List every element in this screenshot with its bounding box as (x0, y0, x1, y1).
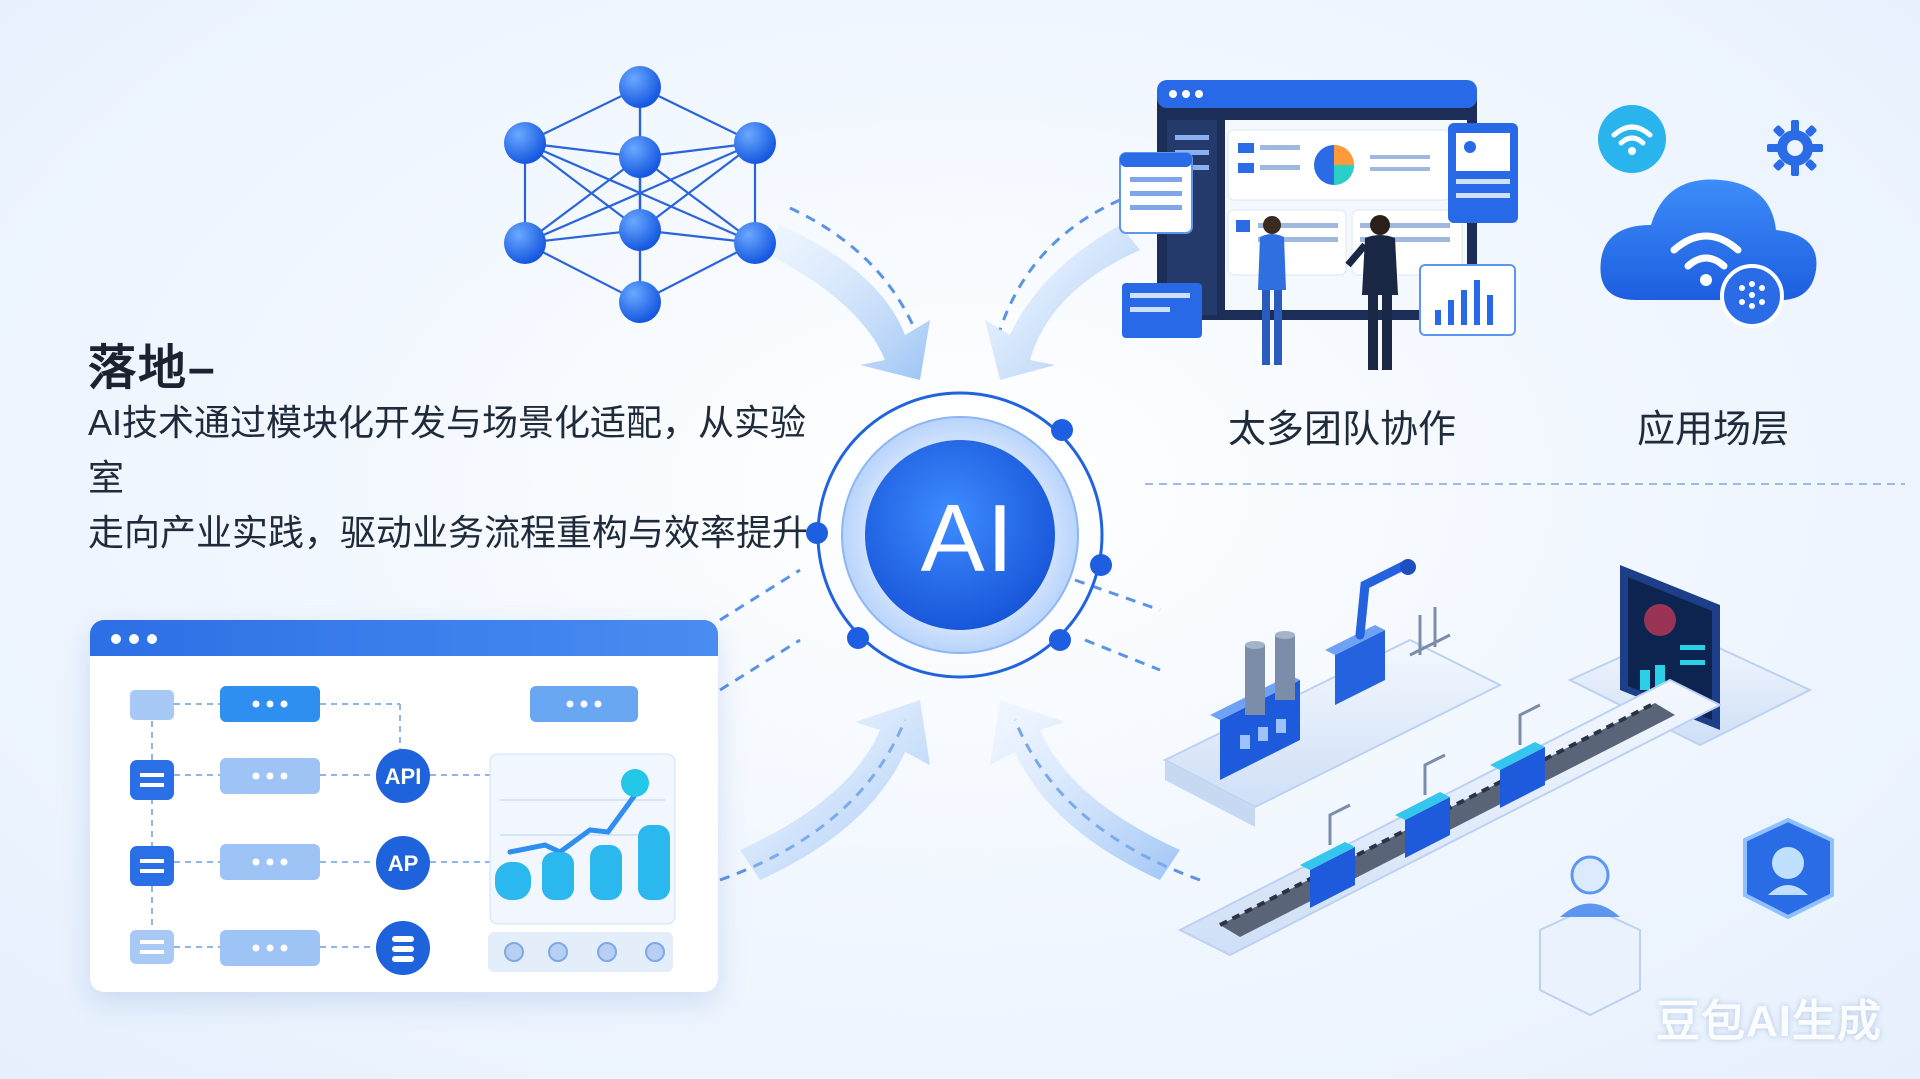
panel-title-bar (90, 620, 718, 656)
shield-icon (1743, 817, 1834, 920)
arrow-top-left (789, 206, 917, 331)
watermark-text: 豆包AI生成 (1656, 997, 1882, 1046)
label-app-scenario: 应用场层 (1637, 409, 1790, 451)
section-heading: 落地– (88, 342, 217, 395)
description-line-1: AI技术通过模块化开发与场景化适配，从实验室 (88, 402, 807, 498)
conveyor-icon (1177, 678, 1723, 957)
ai-hub (806, 391, 1112, 679)
description-line-2: 走向产业实践，驱动业务流程重构与效率提升 (88, 512, 809, 553)
dashboard-icon (1119, 80, 1518, 370)
gear-icon (1767, 120, 1823, 176)
label-team-collab: 太多团队协作 (1228, 409, 1457, 451)
cloud-icon (1600, 179, 1817, 328)
orbit-dots (806, 419, 1112, 651)
wifi-icon (1598, 105, 1666, 173)
people-icon (1258, 215, 1398, 370)
section-description: AI技术通过模块化开发与场景化适配，从实验室 走向产业实践，驱动业务流程重构与效… (88, 395, 808, 560)
factory-icon (1162, 559, 1834, 1017)
arrow-top-right (998, 198, 1121, 331)
workflow-diagram: API AP (111, 634, 676, 975)
neural-network-icon (504, 66, 776, 323)
ai-center-label: AI (920, 485, 1016, 592)
api-badge-2: AP (388, 851, 419, 876)
api-badge-1: API (385, 764, 422, 789)
